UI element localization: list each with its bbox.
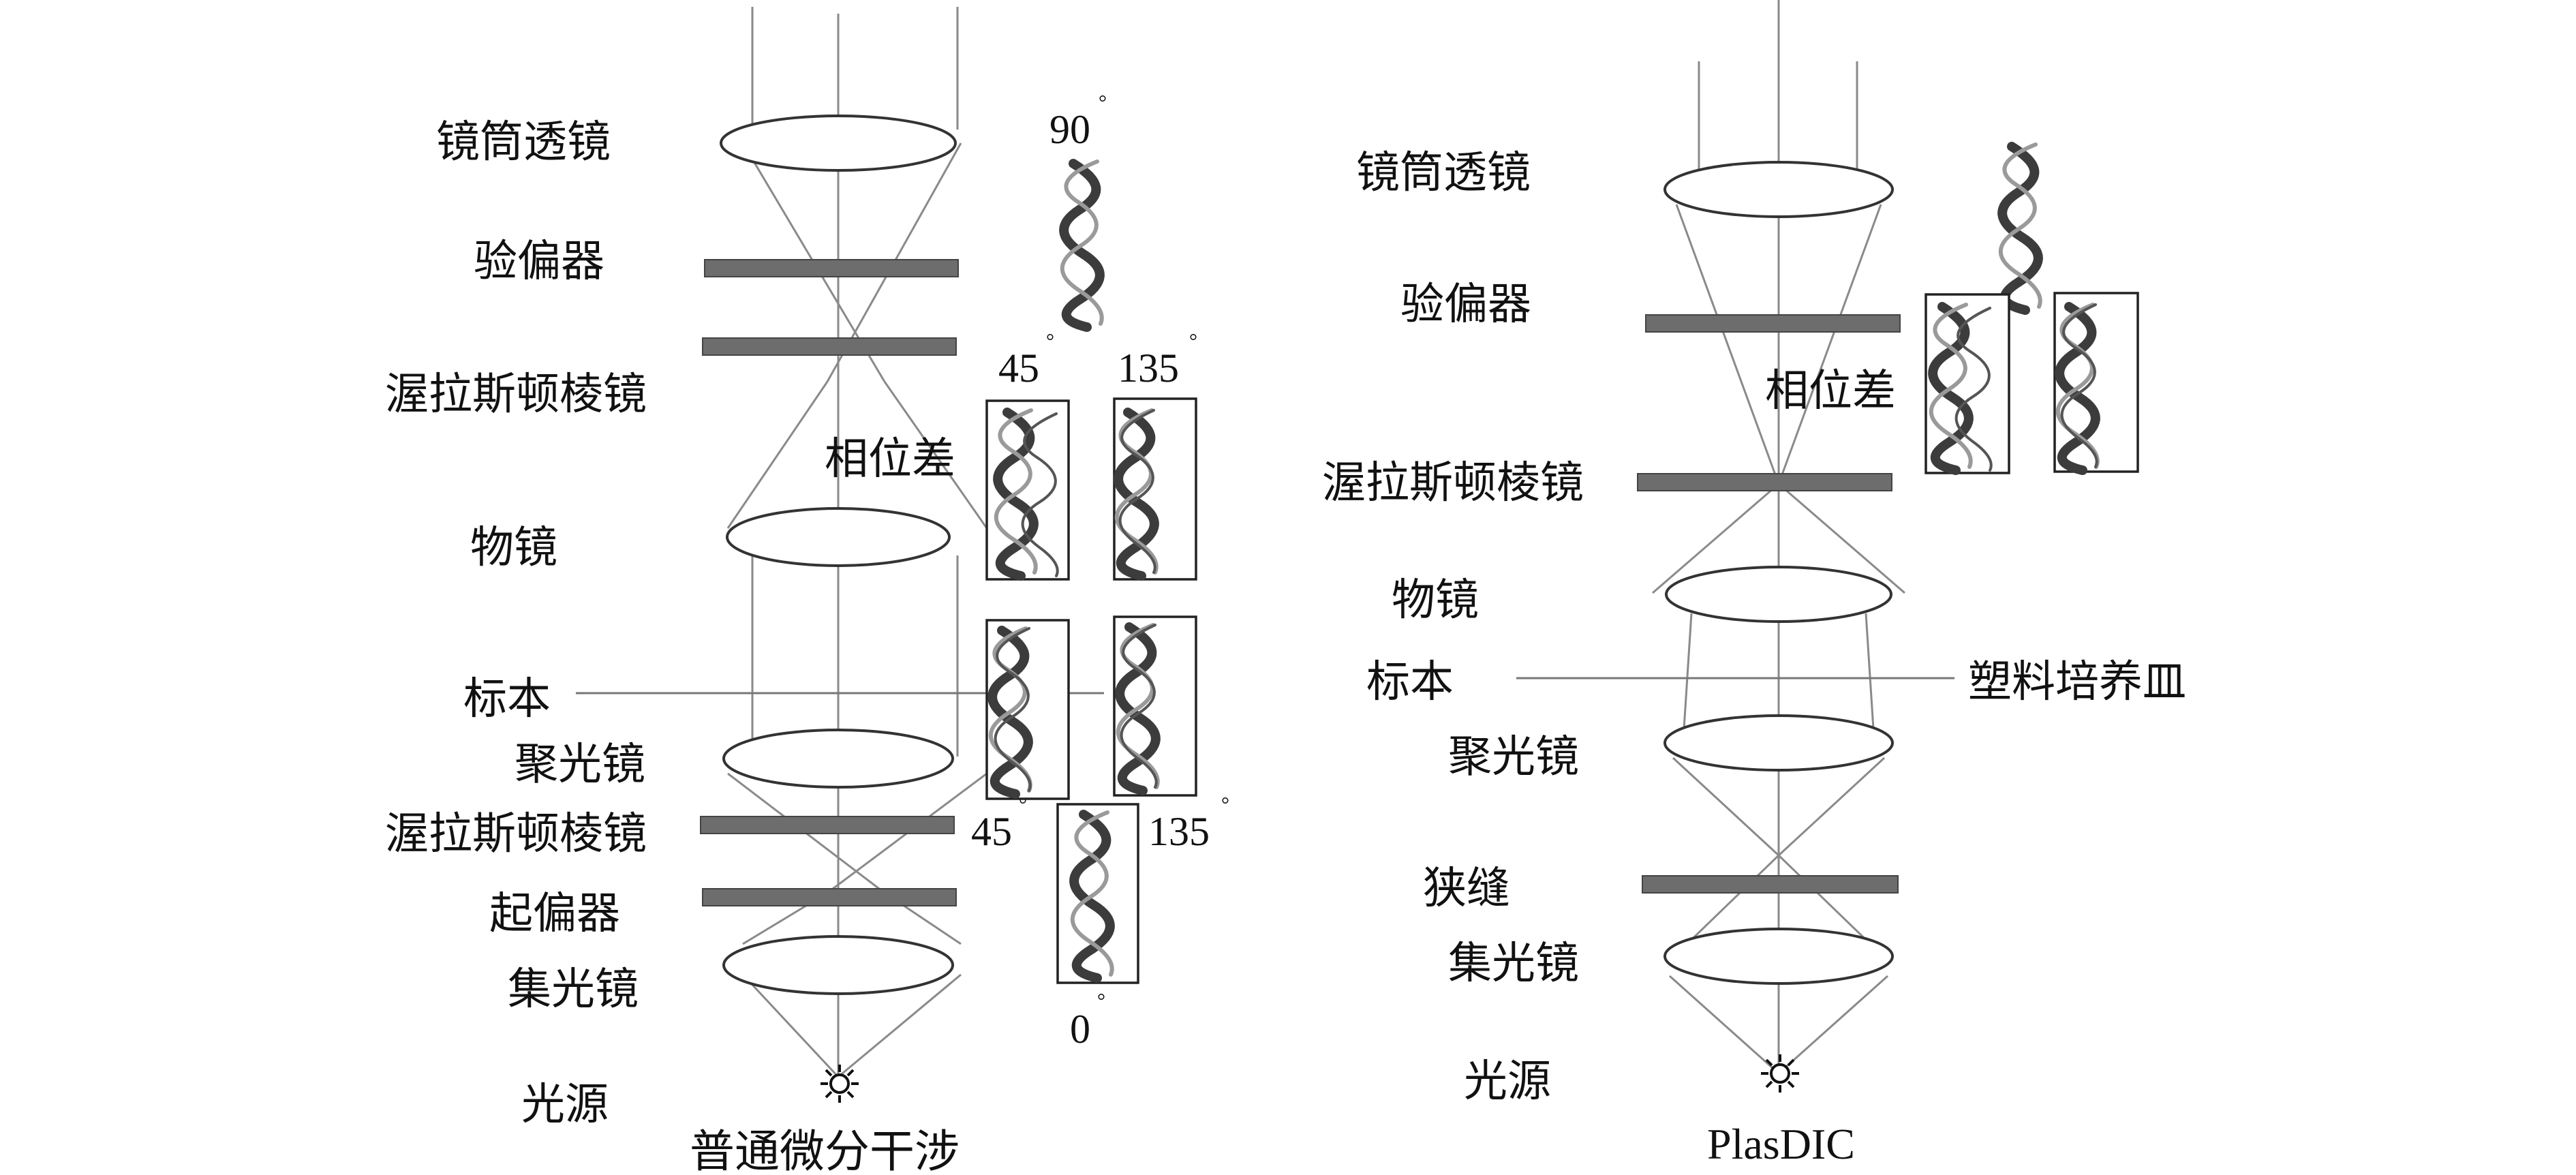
left-angle-lower-right-degree: °: [1221, 793, 1229, 816]
right-collector-lens: [1663, 928, 1894, 985]
right-label-wollaston: 渥拉斯顿棱镜: [1322, 459, 1584, 507]
left-collector-lens: [722, 935, 954, 995]
left-caption: 普通微分干涉: [690, 1127, 960, 1175]
left-label-analyzer: 验偏器: [474, 237, 604, 286]
right-condenser-lens: [1663, 714, 1894, 772]
right-wollaston-prism: [1637, 473, 1892, 491]
left-wollaston-prism-top: [702, 337, 957, 356]
left-angle-upper-left-degree: °: [1046, 330, 1054, 352]
right-label-objective: 物镜: [1392, 576, 1479, 624]
right-label-specimen: 标本: [1366, 658, 1454, 706]
right-slit-plate: [1642, 875, 1899, 894]
right-label-analyzer: 验偏器: [1400, 280, 1531, 329]
right-label-condenser: 聚光镜: [1448, 733, 1579, 781]
left-analyzer-plate: [704, 259, 959, 277]
left-label-wollaston-bottom: 渥拉斯顿棱镜: [385, 810, 647, 858]
left-label-wollaston-top: 渥拉斯顿棱镜: [385, 370, 647, 418]
left-angle-upper-left: 45: [998, 346, 1039, 391]
light-source-icon: [1761, 1054, 1799, 1093]
right-label-collector: 集光镜: [1448, 939, 1579, 988]
right-label-slit: 狭缝: [1423, 864, 1510, 913]
helix-icon: [1062, 162, 1102, 327]
light-source-icon: [821, 1065, 859, 1103]
left-label-polarizer: 起偏器: [489, 889, 620, 938]
left-angle-top-degree: °: [1099, 91, 1107, 114]
left-angle-bottom: 0: [1070, 1007, 1090, 1052]
left-angle-lower-left: 45: [971, 809, 1012, 854]
right-label-tube-lens: 镜筒透镜: [1356, 149, 1531, 197]
left-polarizer-plate: [702, 888, 957, 906]
left-condenser-lens: [722, 729, 954, 789]
right-analyzer-plate: [1645, 314, 1901, 333]
left-wollaston-prism-bottom: [700, 816, 955, 834]
left-label-specimen: 标本: [463, 675, 551, 723]
right-label-light-source: 光源: [1464, 1057, 1551, 1105]
left-angle-upper-right-degree: °: [1189, 330, 1197, 352]
left-angle-lower-right: 135: [1148, 809, 1210, 854]
left-dic-diagram: 镜筒透镜 验偏器 渥拉斯顿棱镜 相位差 物镜 标本 聚光镜 渥拉斯顿棱镜 起偏器…: [385, 7, 1229, 1175]
right-caption: PlasDIC: [1707, 1120, 1855, 1168]
left-label-objective: 物镜: [470, 523, 557, 572]
left-label-light-source: 光源: [521, 1080, 609, 1129]
helix-icon: [2001, 144, 2040, 310]
left-label-phase-difference: 相位差: [825, 435, 955, 483]
left-label-tube-lens: 镜筒透镜: [436, 118, 611, 166]
left-objective-lens: [726, 507, 951, 567]
left-angle-upper-right: 135: [1118, 346, 1179, 391]
right-plasdic-diagram: 镜筒透镜 验偏器 相位差 渥拉斯顿棱镜 物镜 标本 塑料培养皿 聚光镜 狭缝 集…: [1322, 0, 2186, 1168]
right-objective-lens: [1665, 566, 1892, 623]
right-label-plastic-dish: 塑料培养皿: [1968, 658, 2186, 706]
left-label-condenser: 聚光镜: [515, 740, 645, 789]
left-tube-lens: [720, 115, 957, 172]
right-label-phase-difference: 相位差: [1765, 367, 1896, 415]
left-angle-bottom-degree: °: [1097, 990, 1105, 1012]
right-tube-lens: [1663, 161, 1894, 218]
left-angle-top: 90: [1049, 107, 1090, 152]
left-label-collector: 集光镜: [508, 965, 639, 1013]
